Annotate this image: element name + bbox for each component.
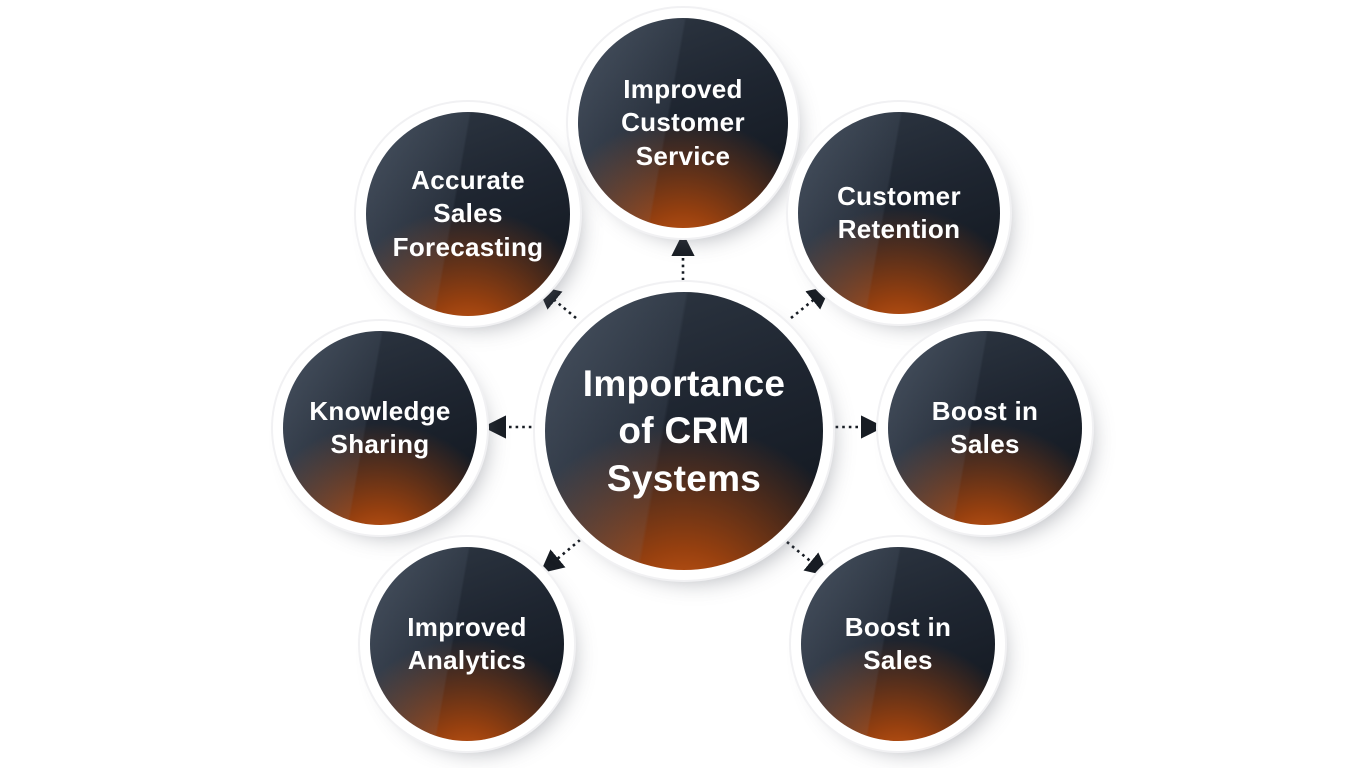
node-improved-analytics: Improved Analytics — [370, 547, 564, 741]
node-label: Accurate Sales Forecasting — [392, 165, 544, 262]
arrow-to-boost-in-sales-2 — [786, 540, 830, 577]
node-accurate-sales-forecasting: Accurate Sales Forecasting — [366, 112, 570, 316]
node-boost-in-sales: Boost in Sales — [888, 331, 1082, 525]
node-label: Improved Analytics — [407, 611, 527, 675]
node-knowledge-sharing: Knowledge Sharing — [283, 331, 477, 525]
arrow-to-improved-analytics — [540, 539, 581, 574]
hub-node-label: Importance of CRM Systems — [582, 362, 786, 499]
node-improved-customer-service: Improved Customer Service — [578, 18, 788, 228]
node-label: Boost in Sales — [844, 611, 952, 675]
node-label: Knowledge Sharing — [309, 395, 451, 459]
node-label: Boost in Sales — [931, 395, 1039, 459]
arrow-to-customer-retention — [790, 285, 832, 320]
node-label: Customer Retention — [837, 180, 961, 244]
node-label: Improved Customer Service — [621, 74, 745, 171]
arrow-to-accurate-sales-forecasting — [536, 285, 577, 320]
hub-node-importance-of-crm-systems: Importance of CRM Systems — [545, 292, 823, 570]
node-boost-in-sales-2: Boost in Sales — [801, 547, 995, 741]
node-customer-retention: Customer Retention — [798, 112, 1000, 314]
